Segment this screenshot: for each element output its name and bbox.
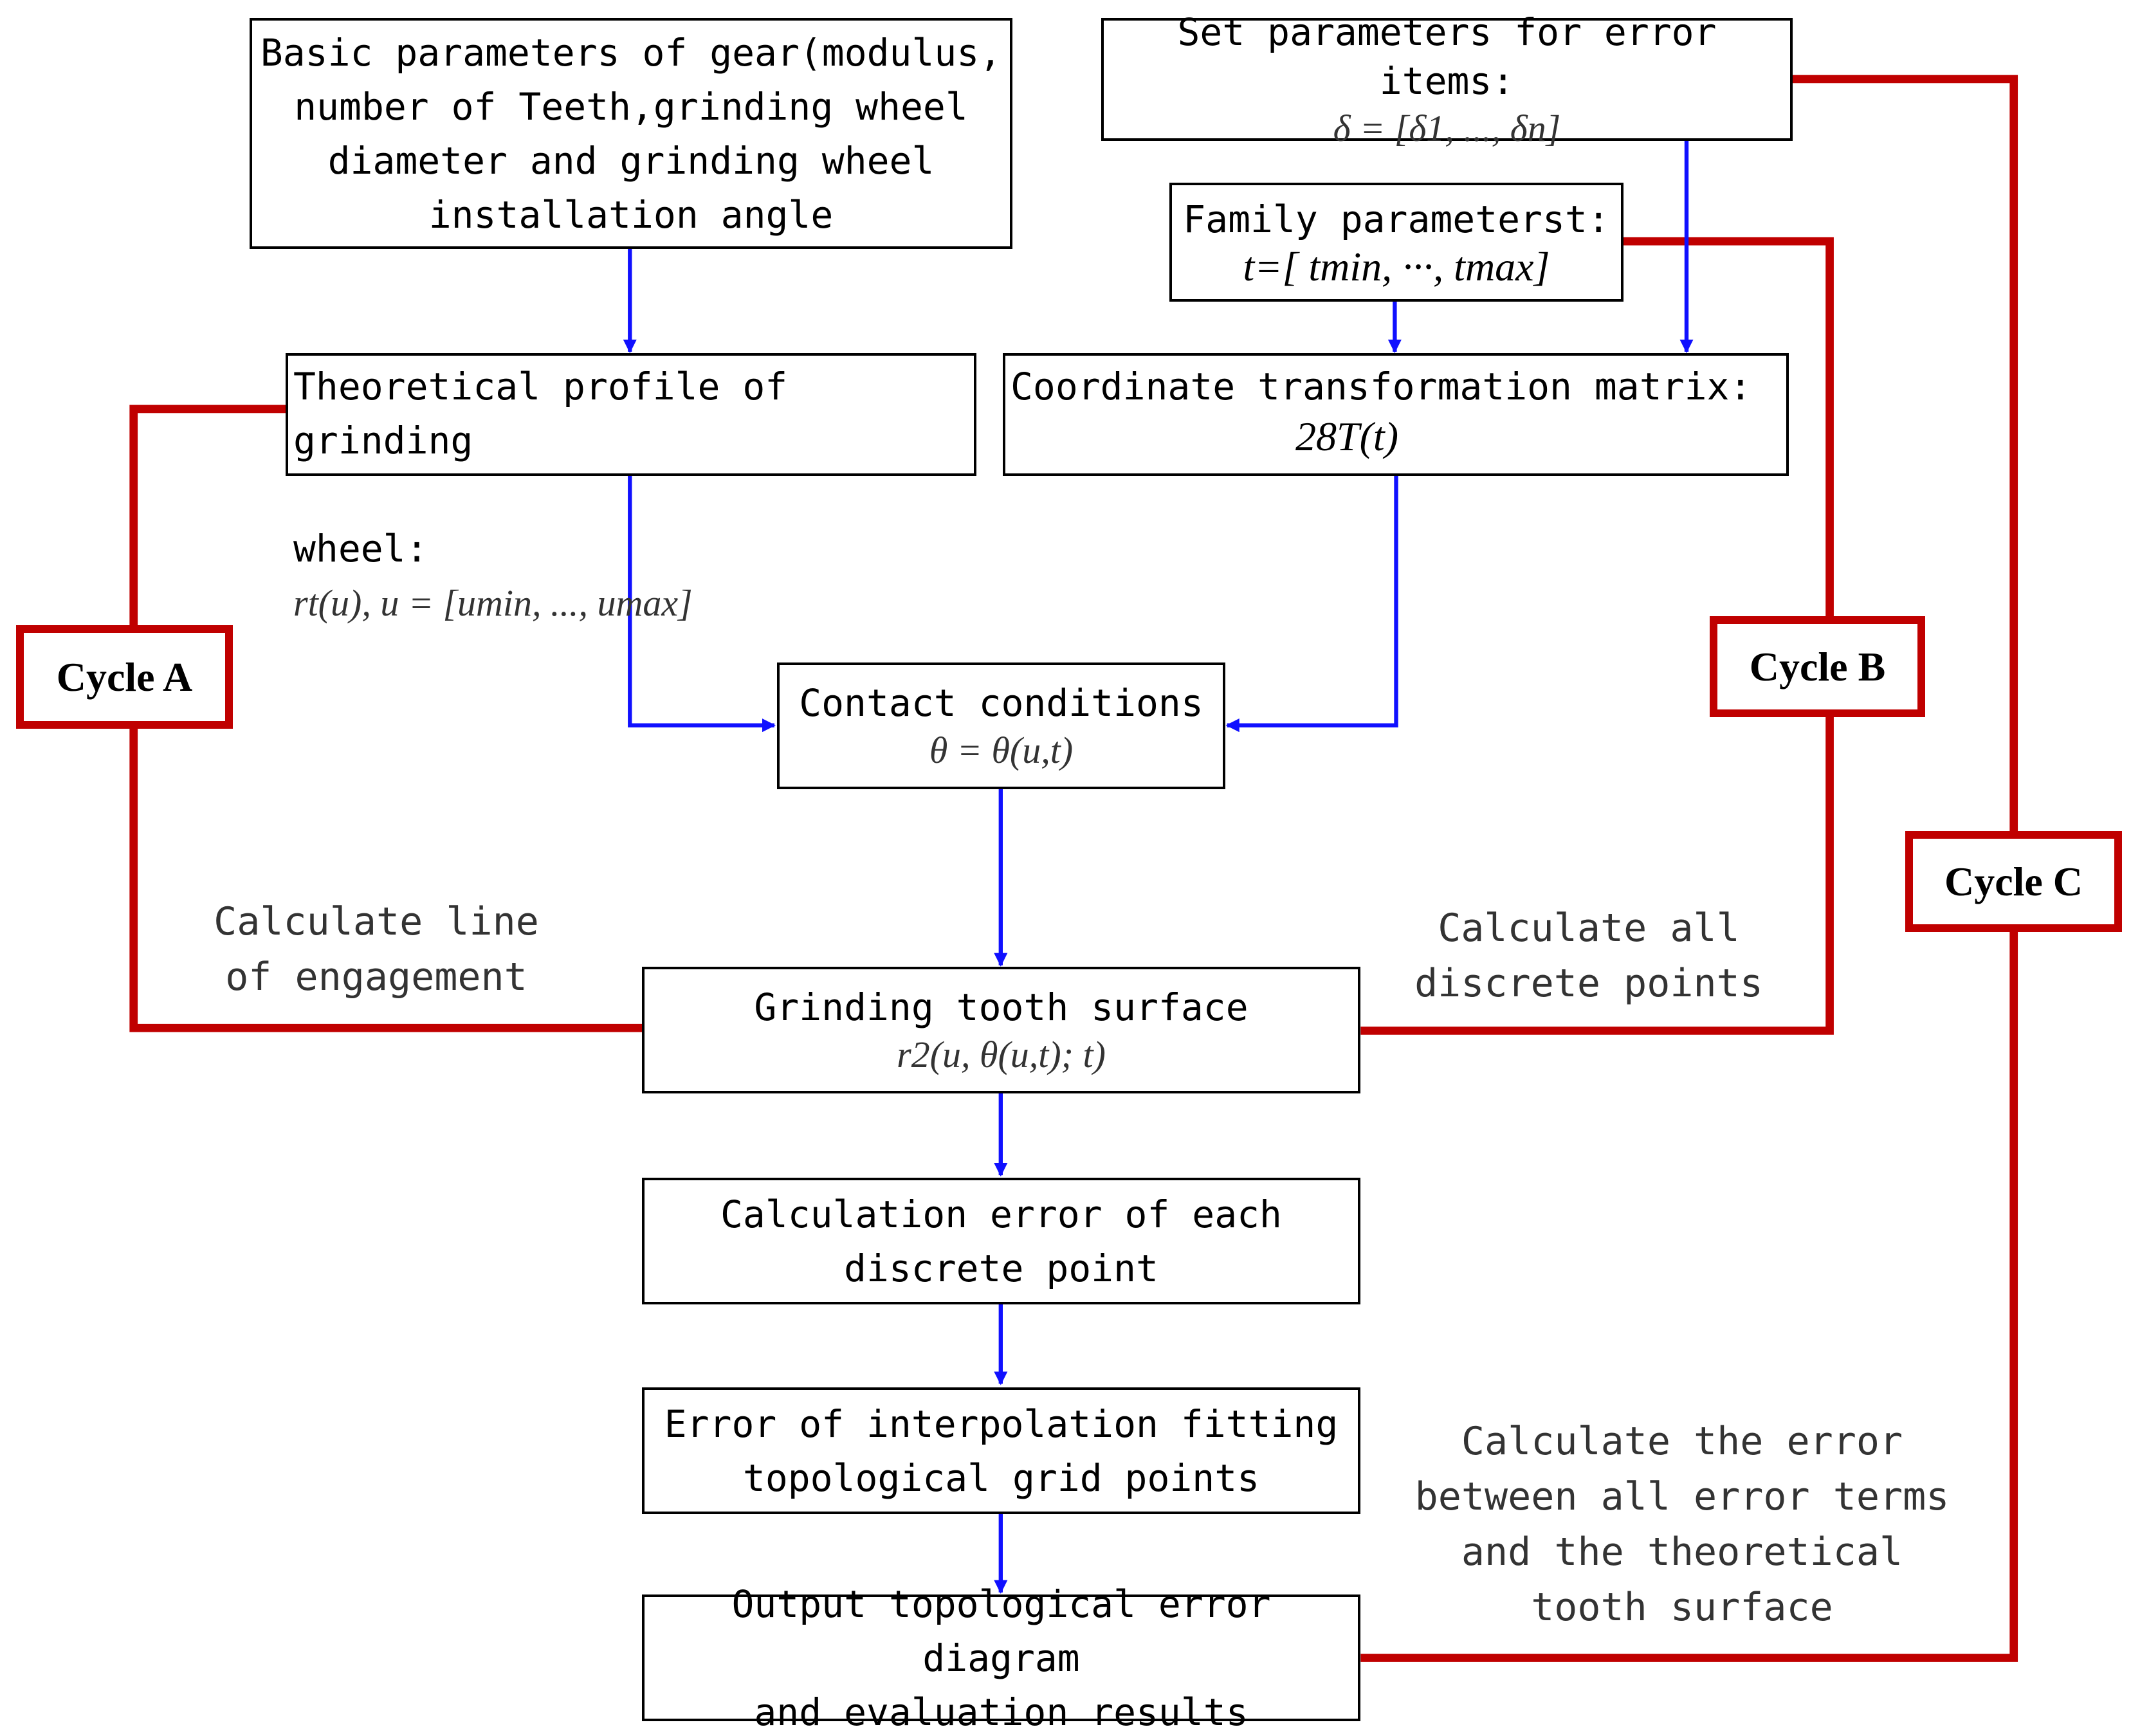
theoretical-profile-line2: wheel: rt(u), u = [umin, ..., umax] — [293, 468, 693, 630]
contact-conditions-box: Contact conditions θ = θ(u,t) — [777, 662, 1225, 789]
theoretical-profile-title: Theoretical profile of grinding — [293, 365, 788, 462]
calculation-error-box: Calculation error of each discrete point — [642, 1178, 1360, 1304]
cycle-a-label: Cycle A — [16, 625, 233, 729]
grinding-surface-title: Grinding tooth surface — [754, 985, 1248, 1029]
coordinate-matrix-box: Coordinate transformation matrix: 28T(t) — [1003, 353, 1789, 476]
error-items-box: Set parameters for error items: δ = [δ1,… — [1101, 10, 1793, 149]
family-parameters-formula: t=[ tmin, ···, tmax] — [1243, 243, 1550, 289]
family-parameters-title: Family parameterst: — [1183, 197, 1610, 241]
note-discrete-points: Calculate all discrete points — [1414, 906, 1763, 1006]
arrow-matrix-to-contact — [1225, 474, 1398, 733]
arrow-profile-to-contact — [628, 474, 776, 733]
theoretical-profile-box: Theoretical profile of grinding wheel: r… — [286, 353, 976, 624]
note-line-of-engagement: Calculate line of engagement — [214, 899, 539, 1000]
cycle-c-label: Cycle C — [1905, 831, 2122, 932]
grinding-surface-box: Grinding tooth surface r2(u, θ(u,t); t) — [642, 967, 1360, 1093]
grinding-surface-formula: r2(u, θ(u,t); t) — [897, 1033, 1106, 1075]
error-items-title: Set parameters for error items: — [1177, 10, 1717, 103]
theoretical-profile-formula: rt(u), u = [umin, ..., umax] — [293, 582, 693, 624]
theoretical-profile-prefix: wheel: — [293, 527, 428, 571]
basic-parameters-box: Basic parameters of gear(modulus, number… — [250, 18, 1012, 249]
interpolation-error-box: Error of interpolation fitting topologic… — [642, 1387, 1360, 1514]
note-error-between: Calculate the error between all error te… — [1414, 1419, 1950, 1630]
contact-conditions-formula: θ = θ(u,t) — [929, 729, 1074, 771]
family-parameters-box: Family parameterst: t=[ tmin, ···, tmax] — [1169, 183, 1623, 302]
coordinate-matrix-formula: 28T(t) — [1295, 414, 1398, 459]
output-box: Output topological error diagram and eva… — [642, 1582, 1360, 1734]
coordinate-matrix-title: Coordinate transformation matrix: — [1011, 365, 1752, 408]
contact-conditions-title: Contact conditions — [799, 681, 1203, 725]
cycle-b-label: Cycle B — [1710, 616, 1925, 717]
error-items-formula: δ = [δ1, ..., δn] — [1333, 107, 1561, 149]
